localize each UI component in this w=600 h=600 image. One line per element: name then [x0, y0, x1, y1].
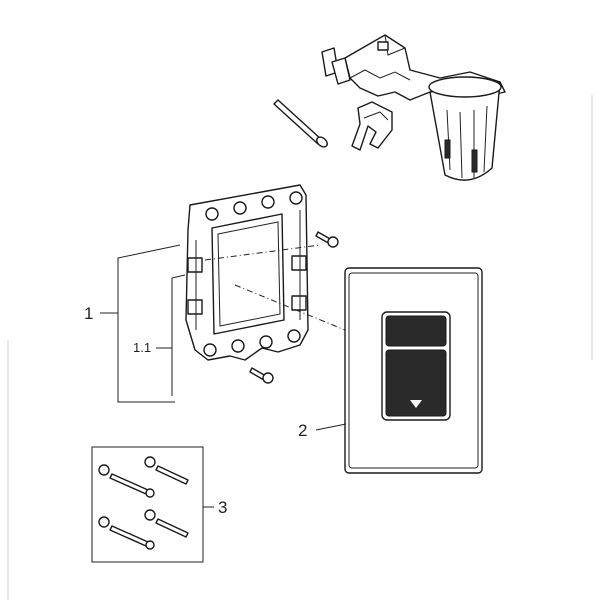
- kit-screw: [144, 456, 189, 485]
- callout-bracket-lines: [100, 244, 186, 403]
- kit-screw: [98, 516, 155, 550]
- screw-kit-screws: [98, 456, 189, 550]
- callout-2: 2: [298, 421, 307, 440]
- kit-screw: [98, 464, 155, 498]
- frame-screw-top: [315, 231, 339, 248]
- callout-line-2: [315, 423, 347, 431]
- actuating-rod: [273, 99, 328, 148]
- lever-clip: [351, 101, 393, 151]
- frame-screw-bottom: [249, 367, 274, 384]
- callout-1: 1: [84, 304, 93, 323]
- mounting-frame: [185, 184, 309, 361]
- cover-plate: [344, 267, 483, 474]
- centre-lines: [204, 244, 346, 331]
- edge-artefacts: [7, 95, 593, 600]
- screw-kit-box: [91, 446, 214, 563]
- kit-screw: [144, 509, 189, 538]
- callout-1-1: 1.1: [133, 340, 151, 355]
- valve-holder-part: [321, 34, 506, 181]
- callout-3: 3: [218, 498, 227, 517]
